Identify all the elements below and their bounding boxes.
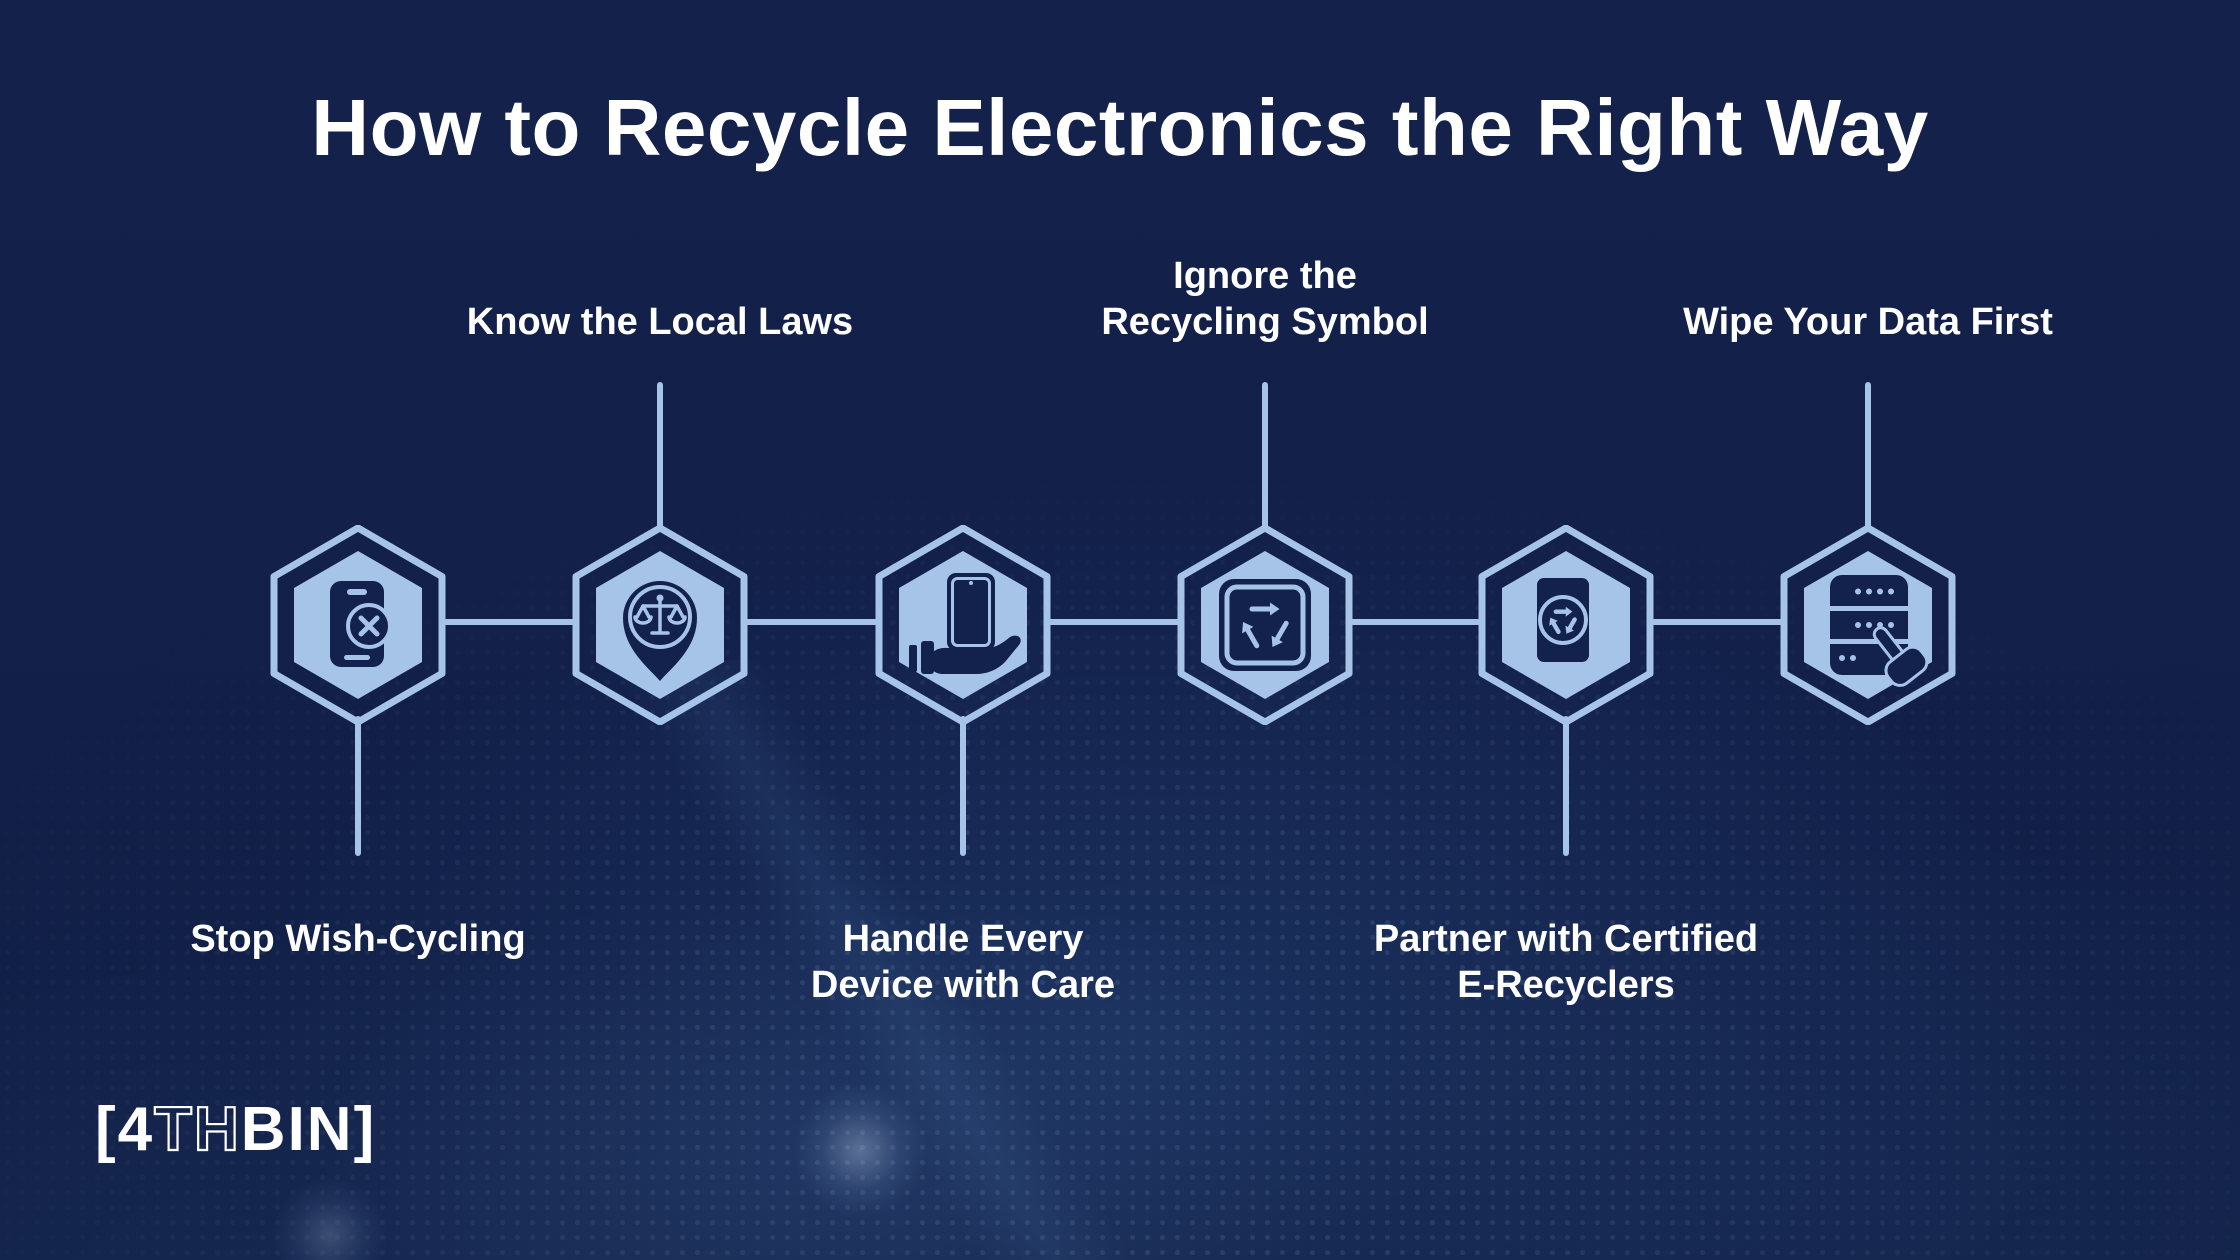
connector-line: [1048, 619, 1180, 625]
step-3-hexagon: [875, 525, 1051, 725]
step-5-label-line: Partner with Certified: [1373, 918, 1759, 960]
brand-logo: [4THBIN]: [95, 1094, 376, 1165]
step-1-hexagon: [270, 525, 446, 725]
step-1-label: Stop Wish-Cycling: [190, 916, 525, 962]
logo-outline-letters: TH: [153, 1094, 241, 1165]
logo-solid-prefix: [4: [95, 1095, 155, 1164]
step-1-label-line: Stop Wish-Cycling: [190, 918, 526, 960]
step-4-hexagon: [1177, 525, 1353, 725]
step-5-label: Partner with Certified E-Recyclers: [1374, 916, 1758, 1008]
page-title: How to Recycle Electronics the Right Way: [311, 83, 1929, 172]
step-2-stem: [657, 382, 663, 530]
hand-holding-phone-icon: [909, 573, 1021, 674]
step-3-label-line: Device with Care: [810, 964, 1116, 1006]
step-6-label: Wipe Your Data First: [1683, 299, 2053, 345]
connector-line: [1651, 619, 1783, 625]
step-4-label-line: Ignore the: [1173, 255, 1357, 297]
step-2-hexagon: [572, 525, 748, 725]
step-4-label: Ignore the Recycling Symbol: [1101, 253, 1428, 345]
step-6-hexagon: [1780, 525, 1956, 725]
step-1-stem: [355, 716, 361, 856]
step-6-label-line: Wipe Your Data First: [1683, 301, 2053, 343]
step-6-stem: [1865, 382, 1871, 530]
phone-cancel-icon: [330, 581, 392, 667]
step-2-label: Know the Local Laws: [467, 299, 853, 345]
certified-document-recycle-icon: [1537, 578, 1599, 672]
scales-location-pin-icon: [623, 581, 697, 681]
step-5-label-line: E-Recyclers: [1457, 964, 1675, 1006]
step-3-label: Handle Every Device with Care: [811, 916, 1115, 1008]
step-3-stem: [960, 716, 966, 856]
step-4-label-line: Recycling Symbol: [1101, 301, 1429, 343]
star-flare: [790, 1080, 930, 1220]
step-5-stem: [1563, 716, 1569, 856]
recycle-symbol-square-icon: [1219, 579, 1311, 671]
step-5-hexagon: [1478, 525, 1654, 725]
connector-line: [1350, 619, 1481, 625]
server-data-wipe-icon: [1830, 575, 1929, 687]
step-2-label-line: Know the Local Laws: [466, 301, 854, 343]
light-beam: [560, 660, 1180, 1260]
connector-line: [443, 619, 575, 625]
step-3-label-line: Handle Every: [842, 918, 1084, 960]
step-4-stem: [1262, 382, 1268, 530]
connector-line: [745, 619, 878, 625]
logo-solid-suffix: BIN]: [240, 1095, 377, 1164]
